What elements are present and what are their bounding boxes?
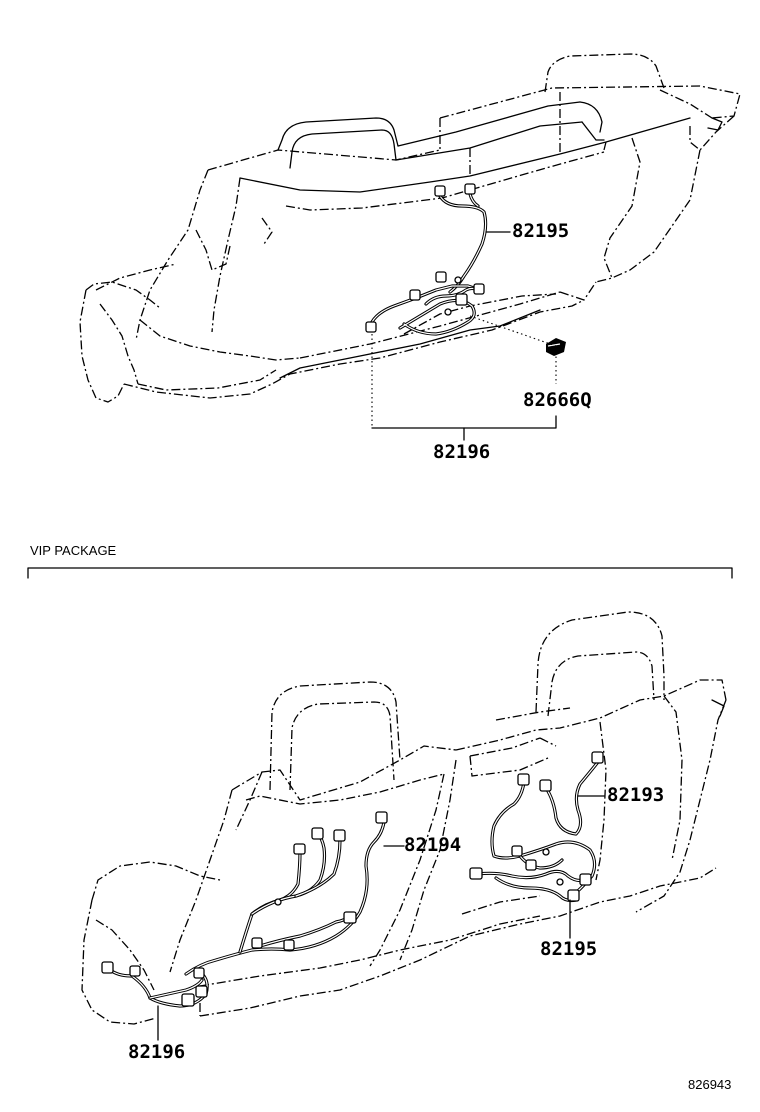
part-label-82195-top: 82195 [512,220,570,242]
vip-harness-82193-82195 [469,751,604,903]
top-harness-82195 [365,183,488,336]
drawing-number: 826943 [688,1077,732,1092]
top-leader-lines [371,231,557,441]
part-label-82666q: 82666Q [523,389,592,411]
vip-section-bracket [27,567,733,579]
part-label-82194: 82194 [404,834,462,856]
vip-seat-outline [81,611,727,1025]
top-seat-outline [79,53,741,403]
vip-harness-82196 [101,961,209,1008]
part-label-82195-vip: 82195 [540,938,598,960]
clip-82666q [546,338,566,356]
part-label-82193: 82193 [607,784,665,806]
part-label-82196-vip: 82196 [128,1041,186,1063]
part-label-82196-top: 82196 [433,441,491,463]
vip-package-title: VIP PACKAGE [30,543,117,558]
vip-harness-82194 [184,811,388,976]
vip-leader-lines [157,795,605,1041]
